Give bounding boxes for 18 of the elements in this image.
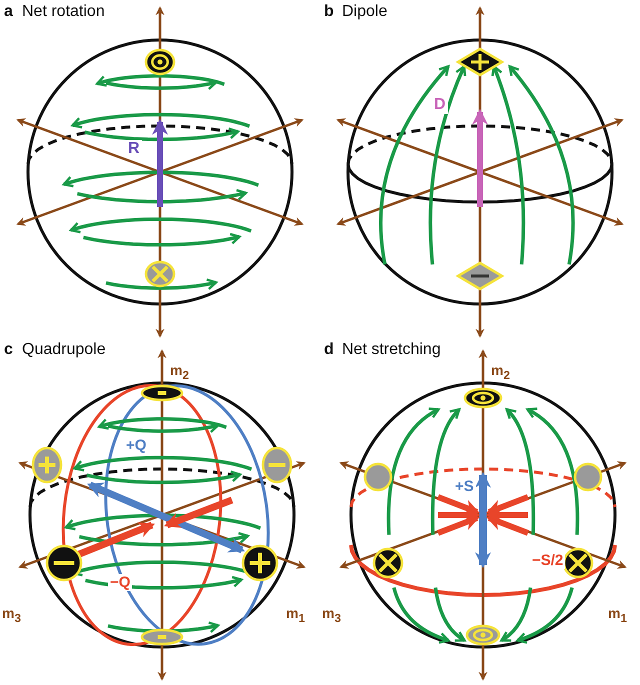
panel-title: Net rotation xyxy=(22,4,105,20)
axis-label: m$_{1}$ xyxy=(608,606,627,624)
panel-letter: b xyxy=(324,4,334,20)
panel-letter: a xyxy=(4,4,13,20)
vector-label: −S/2 xyxy=(530,552,566,569)
panel-title: Quadrupole xyxy=(22,342,106,358)
axis-label: m$_{2}$ xyxy=(491,363,510,382)
axis-label: m$_{3}$ xyxy=(322,606,341,624)
vector-label: D xyxy=(432,96,448,114)
axis-label: m$_{1}$ xyxy=(286,606,305,624)
panel-title: Dipole xyxy=(342,4,388,20)
vector-label: −Q xyxy=(108,574,132,591)
panel-letter: d xyxy=(324,342,334,358)
axis-label: m$_{3}$ xyxy=(2,606,21,624)
panel-title: Net stretching xyxy=(342,342,441,358)
vector-label: +Q xyxy=(124,437,148,454)
axis-label: m$_{2}$ xyxy=(170,363,189,382)
panel-letter: c xyxy=(4,342,13,358)
